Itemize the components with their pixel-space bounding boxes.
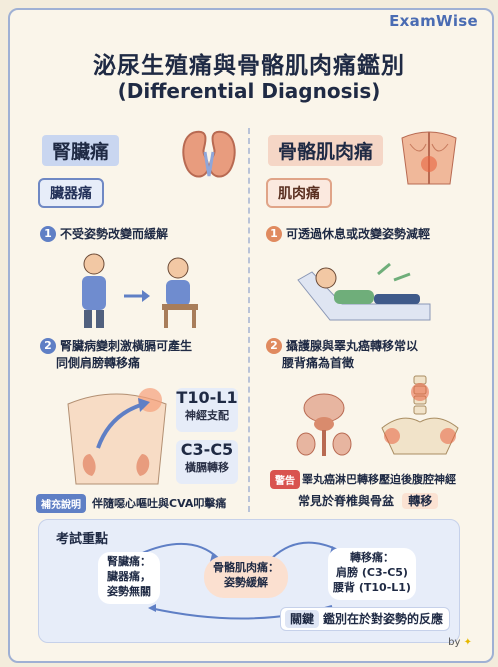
msk-bubble-line2: 姿勢緩解 [224, 576, 268, 589]
warning-badge: 警告 [270, 470, 300, 489]
left-heading: 腎臟痛 [42, 135, 120, 166]
right-point-1-text: 可透過休息或改變姿勢減輕 [286, 227, 431, 241]
diaphragm-referral-box: C3-C5 橫膈轉移 [176, 440, 238, 484]
cervical-level-label: C3-C5 [180, 440, 234, 459]
right-point-2: 2 攝護腺與睪丸癌轉移常以 腰背痛為首徵 [266, 338, 418, 372]
left-point-2-line1: 腎臟病變刺激橫膈可產生 [60, 339, 193, 353]
metastasis-highlight: 轉移 [402, 493, 439, 509]
back-muscle-icon [401, 131, 457, 185]
referred-bubble-line1: 轉移痛： [350, 551, 394, 564]
prostate-testis-illustration [296, 393, 352, 456]
renal-pain-bubble: 腎臟痛： 臟器痛， 姿勢無關 [98, 552, 160, 604]
warning-text: 睪丸癌淋巴轉移壓迫後腹腔神經 [302, 473, 456, 486]
supplement-badge: 補充說明 [36, 494, 86, 513]
supplement-note: 伴隨噁心嘔吐與CVA叩擊痛 [92, 497, 227, 510]
right-point-2-line1: 攝護腺與睪丸癌轉移常以 [286, 339, 419, 353]
key-label: 關鍵 [285, 610, 320, 628]
renal-bubble-line1: 腎臟痛： [107, 555, 151, 568]
referred-pain-bubble: 轉移痛： 肩膀 (C3-C5) 腰背 (T10-L1) [328, 548, 416, 600]
sparkle-icon: ✦ [463, 637, 472, 648]
key-text: 鑑別在於對姿勢的反應 [323, 612, 444, 626]
footer-credit: by ✦ [448, 637, 472, 648]
right-heading: 骨骼肌肉痛 [268, 135, 384, 166]
number-badge: 1 [266, 226, 282, 242]
visceral-pain-tag: 臟器痛 [38, 178, 104, 208]
renal-bubble-line3: 姿勢無關 [107, 585, 151, 598]
left-point-1: 1 不受姿勢改變而緩解 [40, 226, 168, 243]
number-badge: 2 [40, 338, 56, 354]
page-subtitle: (Differential Diagnosis) [117, 79, 381, 103]
patient-illustration [82, 253, 198, 328]
muscle-pain-tag: 肌肉痛 [266, 178, 332, 208]
column-divider [248, 128, 250, 512]
left-point-2: 2 腎臟病變刺激橫膈可產生 同側肩膀轉移痛 [40, 338, 192, 372]
right-point-1: 1 可透過休息或改變姿勢減輕 [266, 226, 430, 243]
page-title: 泌尿生殖痛與骨骼肌肉痛鑑別 [93, 53, 405, 79]
right-point-2-line2: 腰背痛為首徵 [282, 356, 355, 370]
renal-bubble-line2: 臟器痛， [107, 570, 151, 583]
nerve-supply-label: 神經支配 [185, 409, 229, 422]
nerve-supply-box: T10-L1 神經支配 [176, 388, 238, 432]
footer-by-text: by [448, 637, 461, 648]
exam-points-title: 考試重點 [56, 532, 109, 547]
kidney-icon [182, 130, 236, 178]
left-point-2-line2: 同側肩膀轉移痛 [56, 356, 141, 370]
brand-logo: ExamWise [389, 12, 478, 30]
left-point-1-text: 不受姿勢改變而緩解 [60, 227, 169, 241]
nerve-level-label: T10-L1 [176, 388, 238, 407]
resting-patient-illustration [297, 262, 431, 321]
referred-bubble-line2: 肩膀 (C3-C5) [336, 566, 408, 579]
key-point-box: 關鍵鑑別在於對姿勢的反應 [280, 607, 450, 631]
number-badge: 1 [40, 226, 56, 242]
metastasis-note-text: 常見於脊椎與骨盆 [298, 494, 395, 508]
msk-bubble-line1: 骨骼肌肉痛： [213, 561, 279, 574]
diaphragm-referral-label: 橫膈轉移 [185, 461, 229, 474]
msk-pain-bubble: 骨骼肌肉痛： 姿勢緩解 [204, 556, 288, 598]
metastasis-note: 常見於脊椎與骨盆 轉移 [298, 492, 439, 509]
number-badge: 2 [266, 338, 282, 354]
referred-bubble-line3: 腰背 (T10-L1) [333, 581, 411, 594]
spine-pelvis-illustration [381, 375, 459, 455]
torso-referred-pain-illustration [67, 388, 167, 485]
